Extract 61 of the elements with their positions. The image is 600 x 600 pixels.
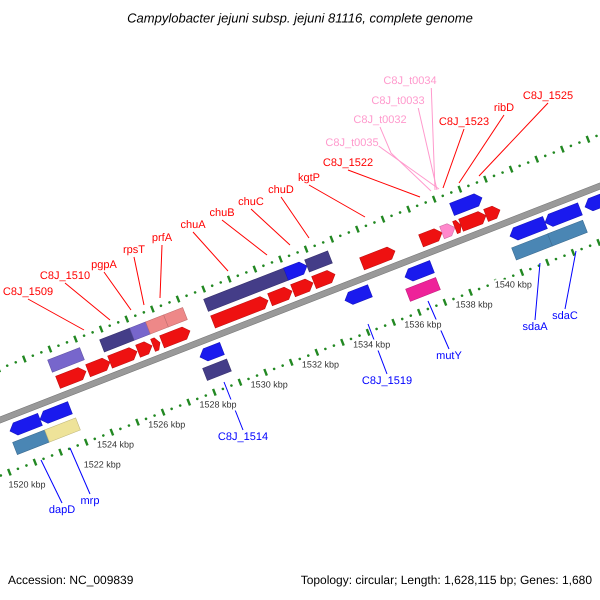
scale-label: 1522 kbp — [84, 460, 121, 471]
leader-line — [430, 88, 436, 190]
gene-label: C8J_1509 — [2, 286, 54, 298]
title: Campylobacter jejuni subsp. jejuni 81116, complete genome — [127, 10, 473, 26]
leader-line — [222, 220, 268, 256]
gene-label: C8J_t0034 — [383, 75, 437, 87]
leader-line — [134, 256, 144, 306]
scale-label: 1536 kbp — [404, 320, 442, 331]
scale-label: 1540 kbp — [494, 280, 532, 291]
leader-line — [160, 244, 162, 298]
leader-line — [28, 298, 84, 330]
leader-line — [192, 232, 228, 272]
gene-label: sdaA — [522, 321, 548, 333]
scale-label: 1532 kbp — [302, 360, 339, 371]
leader-line — [348, 170, 420, 198]
gene-label: chuB — [209, 207, 235, 219]
gene-label: chuD — [268, 184, 294, 196]
scale-label: 1520 kbp — [8, 480, 46, 491]
gene-label: pgpA — [91, 259, 117, 271]
accession-text: Accession: NC_009839 — [8, 573, 134, 587]
gene-label: mutY — [436, 350, 462, 362]
leader-line — [442, 128, 464, 188]
leader-line — [418, 108, 438, 190]
leader-line — [378, 146, 440, 190]
gene-label: C8J_t0033 — [371, 95, 425, 107]
gene-label: C8J_1519 — [362, 375, 412, 387]
gene-label: rpsT — [123, 244, 145, 256]
gene-label: chuC — [238, 196, 264, 208]
scale-label: 1530 kbp — [250, 380, 288, 391]
gene-label: C8J_1514 — [218, 431, 268, 443]
leader-line — [308, 184, 366, 218]
gene-label: ribD — [494, 102, 514, 114]
leader-line — [64, 282, 110, 320]
leader-line — [564, 250, 576, 310]
leader-line — [250, 208, 290, 246]
gene-label: C8J_1525 — [522, 90, 574, 102]
genome-stats-text: Topology: circular; Length: 1,628,115 bp; Genes: 1,680 — [300, 573, 592, 587]
scale-label: 1534 kbp — [353, 340, 390, 351]
leader-line — [70, 448, 90, 494]
leader-line — [280, 196, 310, 238]
gene-label: mrp — [80, 495, 100, 507]
leader-line — [104, 272, 132, 310]
leader-line — [40, 460, 62, 504]
scale-label: 1524 kbp — [96, 440, 134, 451]
scale-label: 1538 kbp — [456, 300, 493, 311]
gene-label: C8J_t0035 — [325, 137, 379, 149]
scale-label: 1526 kbp — [148, 420, 186, 431]
gene-label: C8J_1510 — [40, 270, 90, 282]
leader-line — [478, 102, 548, 176]
leader-line — [458, 114, 504, 184]
gene-label: chuA — [180, 219, 206, 231]
gene-label: C8J_t0032 — [353, 114, 407, 126]
leader-line — [534, 262, 540, 320]
scale-label: 1528 kbp — [199, 400, 236, 411]
gene-label: prfA — [152, 232, 172, 244]
gene-label: dapD — [48, 504, 76, 516]
gene-label: kgtP — [298, 172, 320, 184]
leader-line — [380, 126, 432, 192]
gene-label: C8J_1523 — [438, 116, 490, 128]
gene-label: C8J_1522 — [322, 157, 374, 169]
gene-label: sdaC — [552, 310, 578, 322]
